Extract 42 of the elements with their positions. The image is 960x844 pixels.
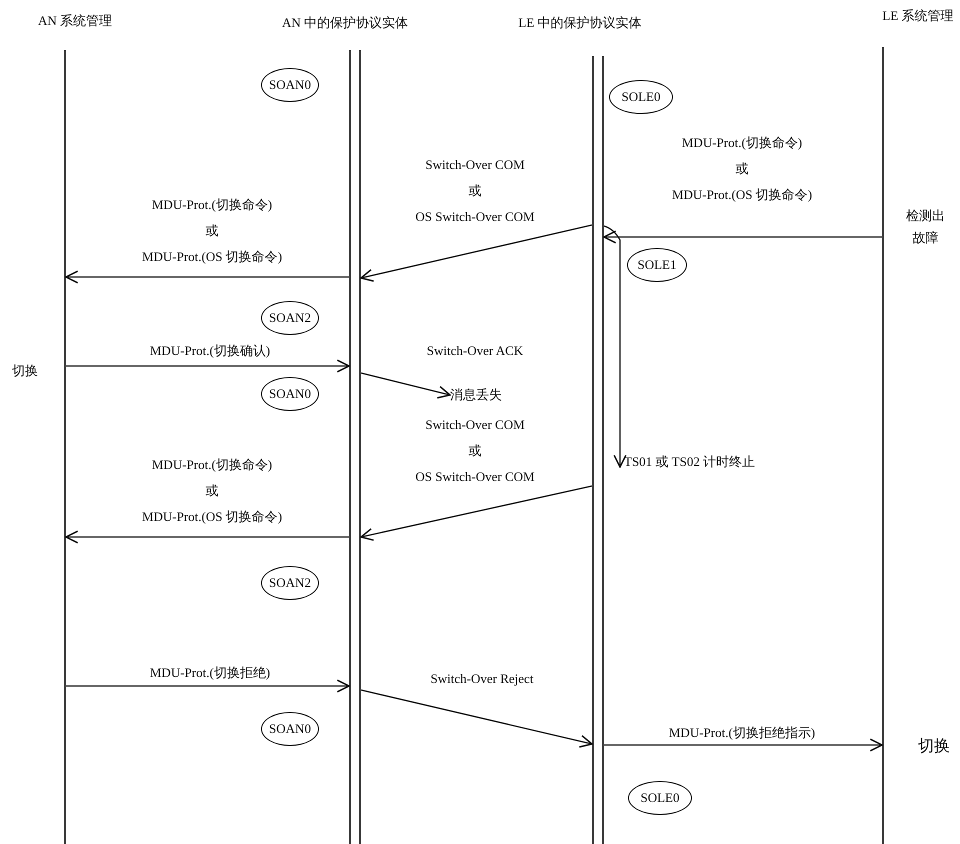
message-arrow — [360, 689, 593, 748]
lifeline-header: LE 中的保护协议实体 — [518, 14, 642, 32]
lifeline — [64, 50, 66, 844]
message-arrow — [360, 485, 592, 541]
edge-label: MDU-Prot.(切换确认) — [150, 342, 270, 360]
message-arrow — [603, 230, 882, 244]
lifeline — [882, 47, 884, 844]
message-arrow — [66, 359, 350, 373]
note-text: 消息丢失 — [450, 386, 502, 404]
edge-label: Switch-Over COM 或 OS Switch-Over COM — [415, 416, 535, 486]
state-oval: SOLE0 — [609, 80, 673, 114]
lifeline-header: AN 中的保护协议实体 — [282, 14, 408, 32]
edge-label: Switch-Over COM 或 OS Switch-Over COM — [415, 156, 535, 226]
lifeline-header: AN 系统管理 — [38, 12, 112, 30]
edge-label: MDU-Prot.(切换拒绝) — [150, 664, 270, 682]
edge-label: MDU-Prot.(切换命令) 或 MDU-Prot.(OS 切换命令) — [672, 134, 812, 204]
state-oval: SOAN2 — [261, 566, 319, 600]
lifeline — [592, 56, 604, 844]
message-arrow — [65, 530, 349, 544]
state-oval: SOLE1 — [627, 248, 687, 282]
state-oval: SOAN0 — [261, 712, 319, 746]
edge-label: MDU-Prot.(切换拒绝指示) — [668, 724, 816, 742]
edge-label: MDU-Prot.(切换命令) 或 MDU-Prot.(OS 切换命令) — [142, 196, 282, 266]
state-oval: SOAN0 — [261, 68, 319, 102]
state-oval: SOLE0 — [628, 781, 692, 815]
edge-label: Switch-Over Reject — [430, 670, 534, 688]
timer-arrow — [604, 225, 627, 468]
side-note: 切换 — [918, 736, 950, 757]
lifeline-header: LE 系统管理 — [882, 7, 954, 25]
side-note: 检测出故障 — [905, 207, 946, 247]
edge-label: MDU-Prot.(切换命令) 或 MDU-Prot.(OS 切换命令) — [142, 456, 282, 526]
lifeline — [349, 50, 361, 844]
message-arrow — [360, 224, 592, 282]
message-arrow — [66, 679, 350, 693]
note-text: TS01 或 TS02 计时终止 — [624, 453, 756, 471]
state-oval: SOAN0 — [261, 377, 319, 411]
edge-label: Switch-Over ACK — [426, 342, 524, 360]
message-arrow — [604, 738, 883, 752]
message-arrow — [65, 270, 349, 284]
state-oval: SOAN2 — [261, 301, 319, 335]
side-note: 切换 — [12, 362, 38, 380]
message-arrow — [360, 372, 451, 399]
